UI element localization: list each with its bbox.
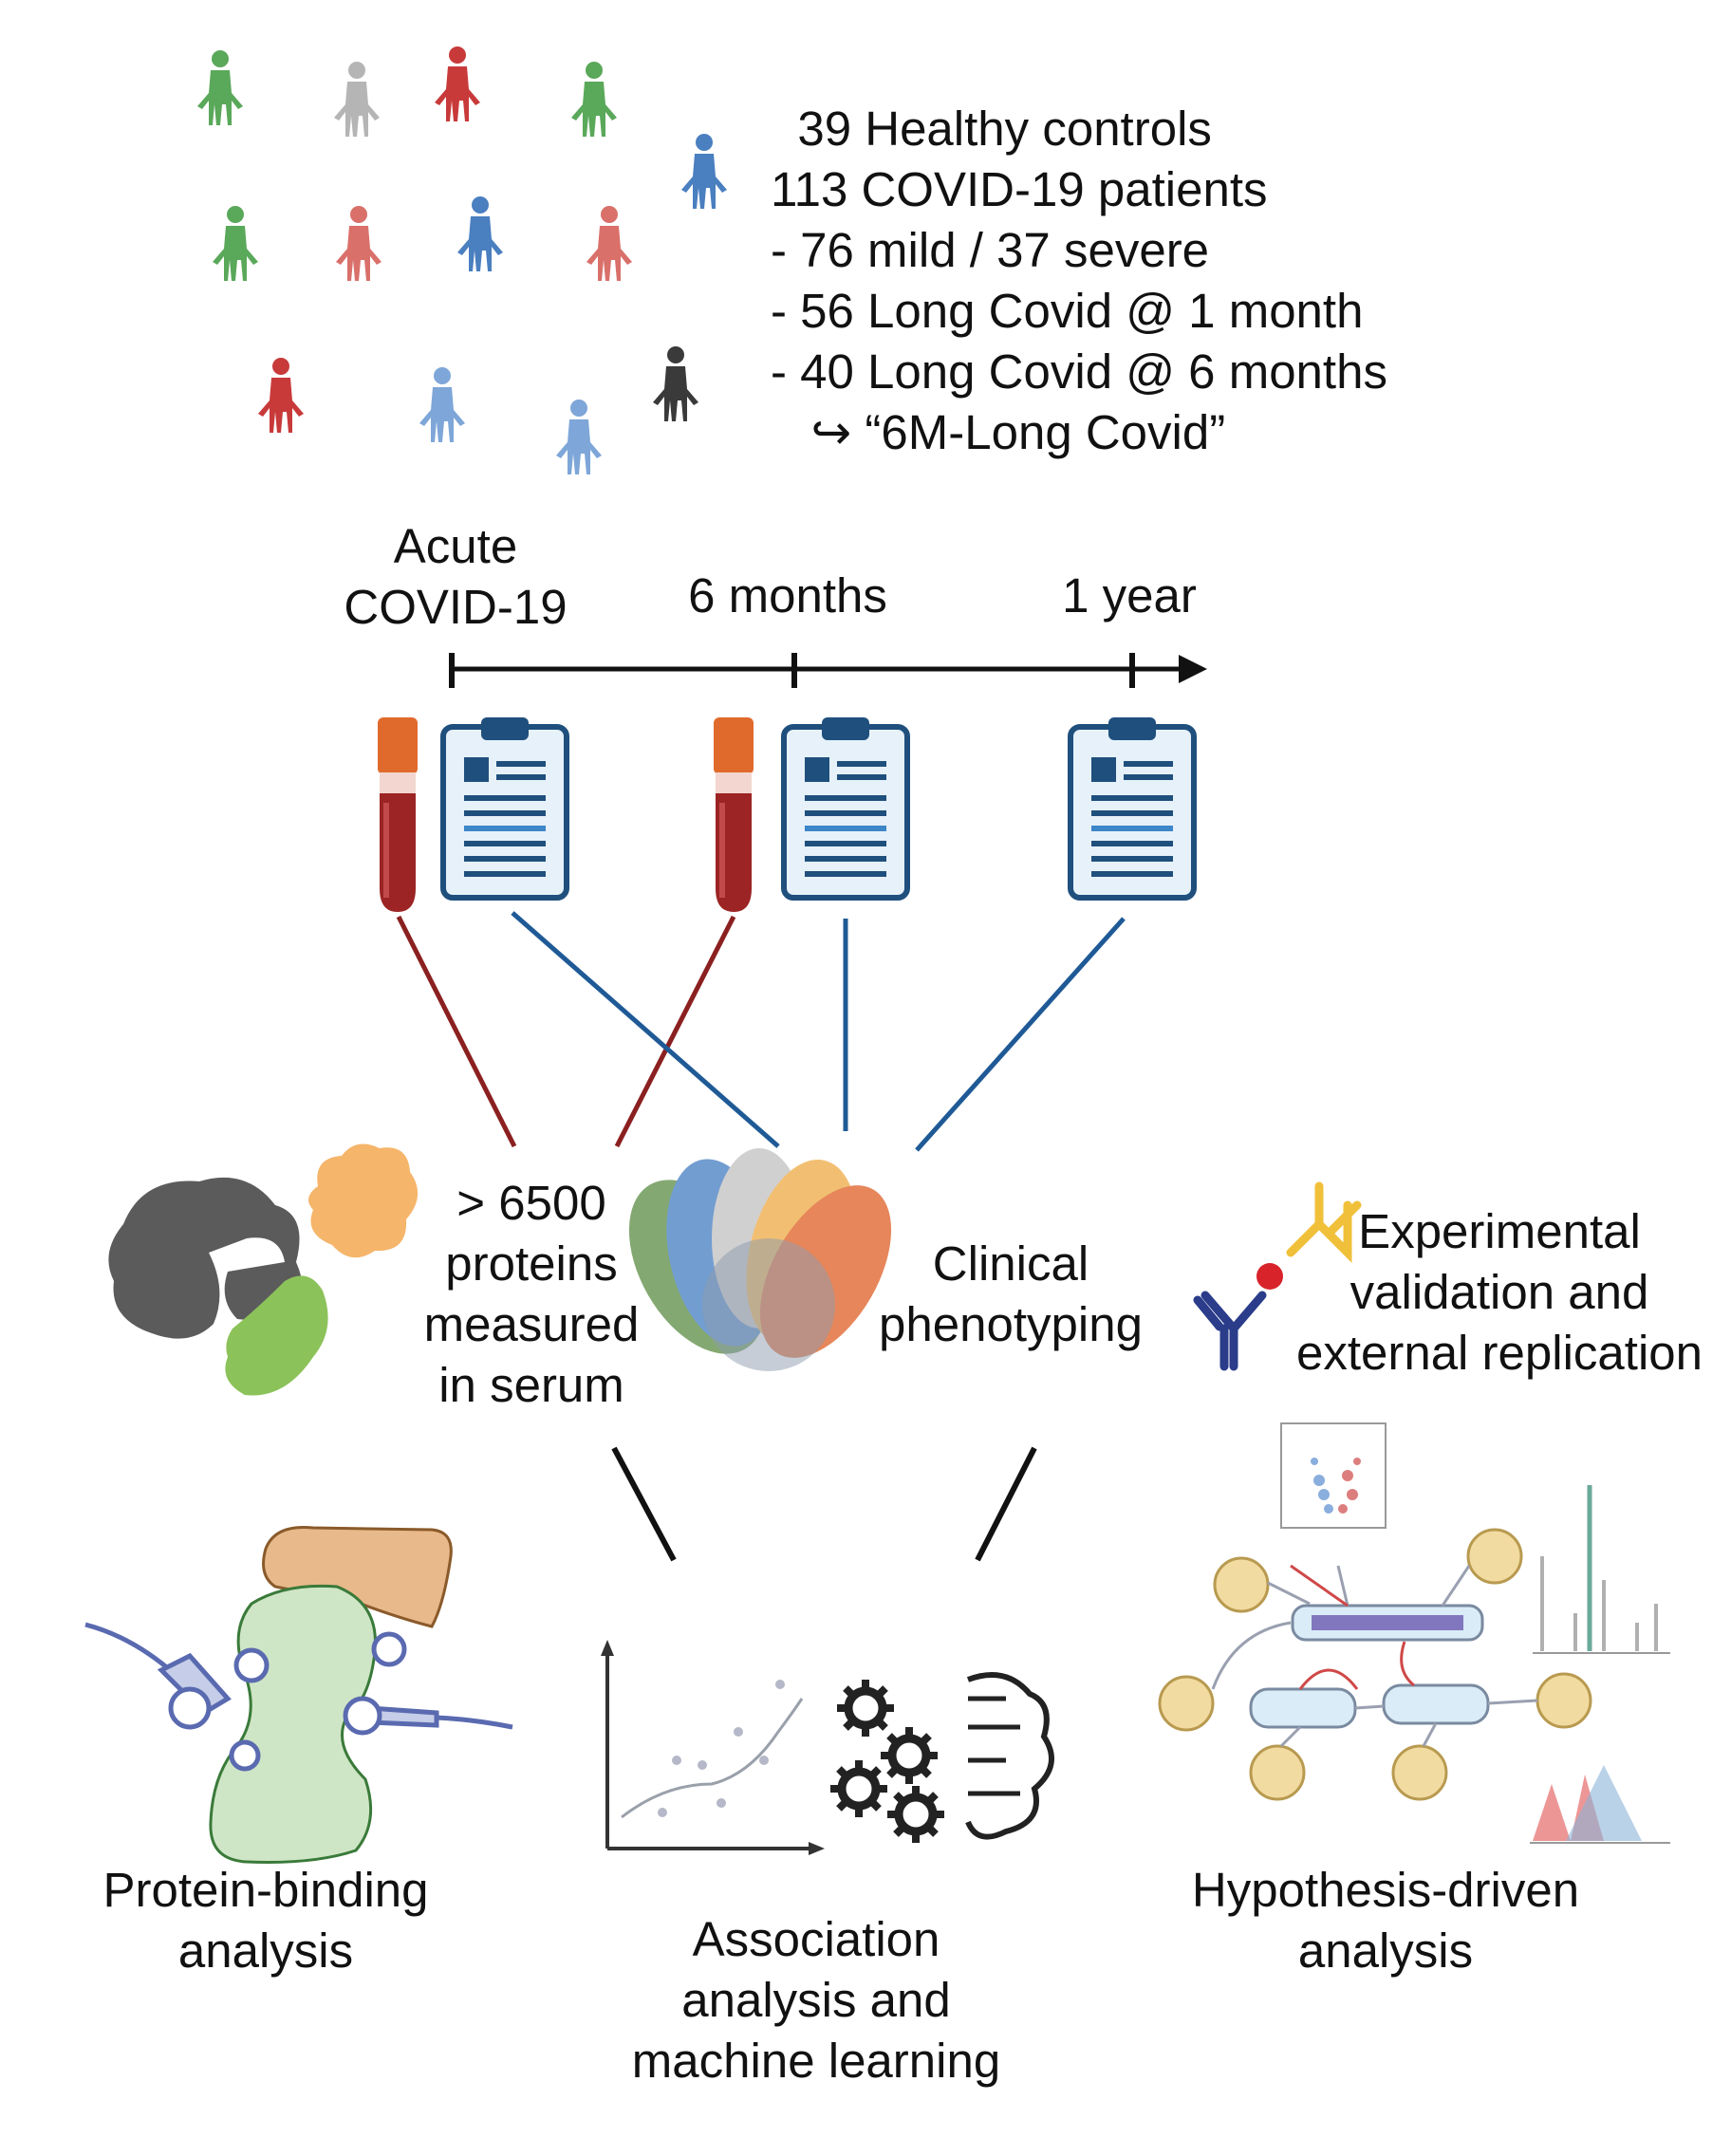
association-label-line: Association xyxy=(692,1912,940,1966)
blood-tube-icon xyxy=(378,717,418,912)
person-icon xyxy=(457,196,503,271)
cohort-healthy-controls: 39 Healthy controls xyxy=(771,102,1212,156)
cohort-severity-split: - 76 mild / 37 severe xyxy=(771,223,1210,277)
person-icon xyxy=(197,50,243,125)
timeline-label-6-months: 6 months xyxy=(688,568,887,623)
person-icon xyxy=(435,46,480,121)
validation-label-line: external replication xyxy=(1295,1326,1703,1380)
hypothesis-label-line: Hypothesis-driven xyxy=(1191,1863,1580,1917)
clipboard-icon xyxy=(443,717,567,898)
person-icon xyxy=(586,206,632,281)
hypothesis-label: Hypothesis-driven analysis xyxy=(1167,1860,1604,1983)
cohort-long-covid-6-months: - 40 Long Covid @ 6 months xyxy=(771,344,1387,399)
hypothesis-network-icon xyxy=(1158,1422,1670,1844)
association-plot-icon xyxy=(601,1640,825,1855)
proteins-label-line: measured xyxy=(423,1297,640,1351)
protein-structures-icon xyxy=(108,1143,419,1396)
person-icon xyxy=(258,358,304,433)
person-icon xyxy=(336,206,382,281)
clinical-phenotyping-icon xyxy=(628,1148,892,1371)
person-icon xyxy=(419,367,465,442)
person-icon xyxy=(213,206,258,281)
association-label: Association analysis and machine learnin… xyxy=(588,1909,1044,2099)
timeline-label-acute-line1: Acute xyxy=(393,519,518,573)
association-label-line: machine learning xyxy=(631,2034,1001,2088)
hypothesis-label-line: analysis xyxy=(1297,1924,1474,1978)
person-icon xyxy=(334,62,380,137)
protein-binding-icon xyxy=(84,1525,513,1864)
timeline-label-acute-line2: COVID-19 xyxy=(344,580,568,634)
clipboard-icon xyxy=(784,717,907,898)
cohort-covid-patients: 113 COVID-19 patients xyxy=(771,162,1268,216)
clinical-phenotyping-label: Clinical phenotyping xyxy=(854,1234,1167,1357)
machine-learning-icon xyxy=(830,1672,1054,1843)
clinical-label-line: phenotyping xyxy=(879,1297,1143,1351)
clinical-label-line: Clinical xyxy=(932,1236,1089,1291)
cohort-people xyxy=(197,46,727,474)
validation-label-line: validation and xyxy=(1349,1265,1649,1319)
person-icon xyxy=(653,346,698,421)
validation-label: Experimental validation and external rep… xyxy=(1291,1201,1708,1391)
cohort-long-covid-1-month: - 56 Long Covid @ 1 month xyxy=(771,284,1364,338)
person-icon xyxy=(571,62,617,137)
proteins-label: > 6500 proteins measured in serum xyxy=(380,1173,683,1420)
validation-label-line: Experimental xyxy=(1358,1204,1641,1258)
connector-lines xyxy=(396,911,1126,1562)
cohort-6m-long-covid-label: ↪ “6M-Long Covid” xyxy=(771,405,1226,459)
timeline-label-1-year: 1 year xyxy=(1062,568,1197,623)
person-icon xyxy=(681,134,727,209)
proteins-label-line: proteins xyxy=(445,1236,618,1291)
protein-binding-label: Protein-binding analysis xyxy=(57,1860,475,1983)
protein-binding-label-line: analysis xyxy=(177,1924,354,1978)
person-icon xyxy=(556,400,602,474)
clipboard-icon xyxy=(1070,717,1194,898)
proteins-label-line: in serum xyxy=(438,1358,624,1412)
timeline-axis xyxy=(449,653,1207,688)
cohort-summary: 39 Healthy controls 113 COVID-19 patient… xyxy=(771,99,1454,478)
protein-binding-label-line: Protein-binding xyxy=(102,1863,429,1917)
antibody-icon xyxy=(1193,1181,1362,1371)
association-label-line: analysis and xyxy=(681,1973,951,2027)
proteins-label-line: > 6500 xyxy=(456,1176,606,1230)
blood-tube-icon xyxy=(714,717,754,912)
